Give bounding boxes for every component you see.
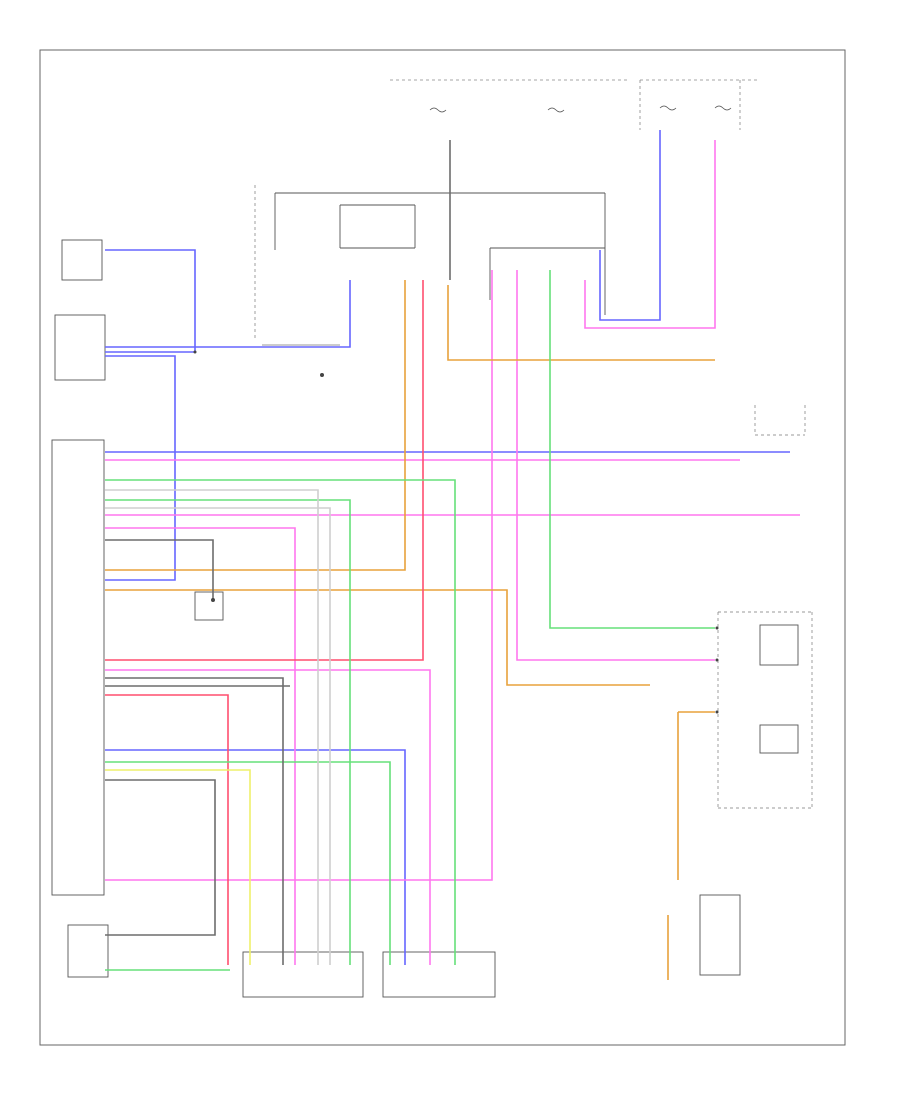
wire-green-24 (105, 761, 391, 965)
wire-orange-15 (105, 589, 650, 686)
wire-pink-8 (105, 527, 296, 965)
mid-connector-box (194, 591, 224, 621)
wire-blue-0 (105, 249, 196, 353)
wire-group (105, 130, 800, 980)
wire-blue-2 (105, 355, 176, 581)
left-upper-relay-box (61, 239, 103, 281)
wire-gray-27 (105, 677, 284, 965)
bottom-right-switch-box (699, 894, 741, 976)
wire-yellow-26 (105, 769, 251, 965)
diagram-frame (39, 49, 846, 1046)
upper-fuse-area (390, 79, 760, 130)
right-motor-unit (717, 611, 813, 809)
wire-blue-5 (105, 749, 406, 965)
wire-white_wire-32 (105, 489, 319, 965)
bottom-left-switch-box (67, 924, 109, 978)
wire-orange-13 (105, 280, 406, 571)
wire-gray-29 (105, 779, 216, 936)
bottom-actuator-1-box (242, 951, 364, 998)
wire-gray-31 (105, 539, 214, 600)
wire-pink-9 (105, 270, 493, 881)
wire-green-23 (549, 270, 715, 629)
bottom-actuator-2-box (382, 951, 496, 998)
wire-red-19 (105, 280, 424, 661)
splice-points (193, 350, 719, 714)
relay-module (254, 185, 606, 346)
wire-blue-1 (105, 280, 351, 348)
wire-green-21 (105, 479, 456, 965)
wire-blue-4 (599, 130, 661, 321)
right-relay-upper (754, 405, 806, 436)
wire-pink-10 (516, 270, 715, 661)
main-control-unit-box (51, 439, 105, 896)
left-sensor-module-box (54, 314, 106, 381)
wire-red-20 (105, 694, 229, 965)
wire-white_wire-33 (105, 507, 331, 965)
wire-green-22 (105, 499, 351, 965)
wire-pink-12 (105, 669, 431, 965)
wire-pink-11 (584, 140, 716, 329)
wire-orange-14 (447, 285, 715, 361)
